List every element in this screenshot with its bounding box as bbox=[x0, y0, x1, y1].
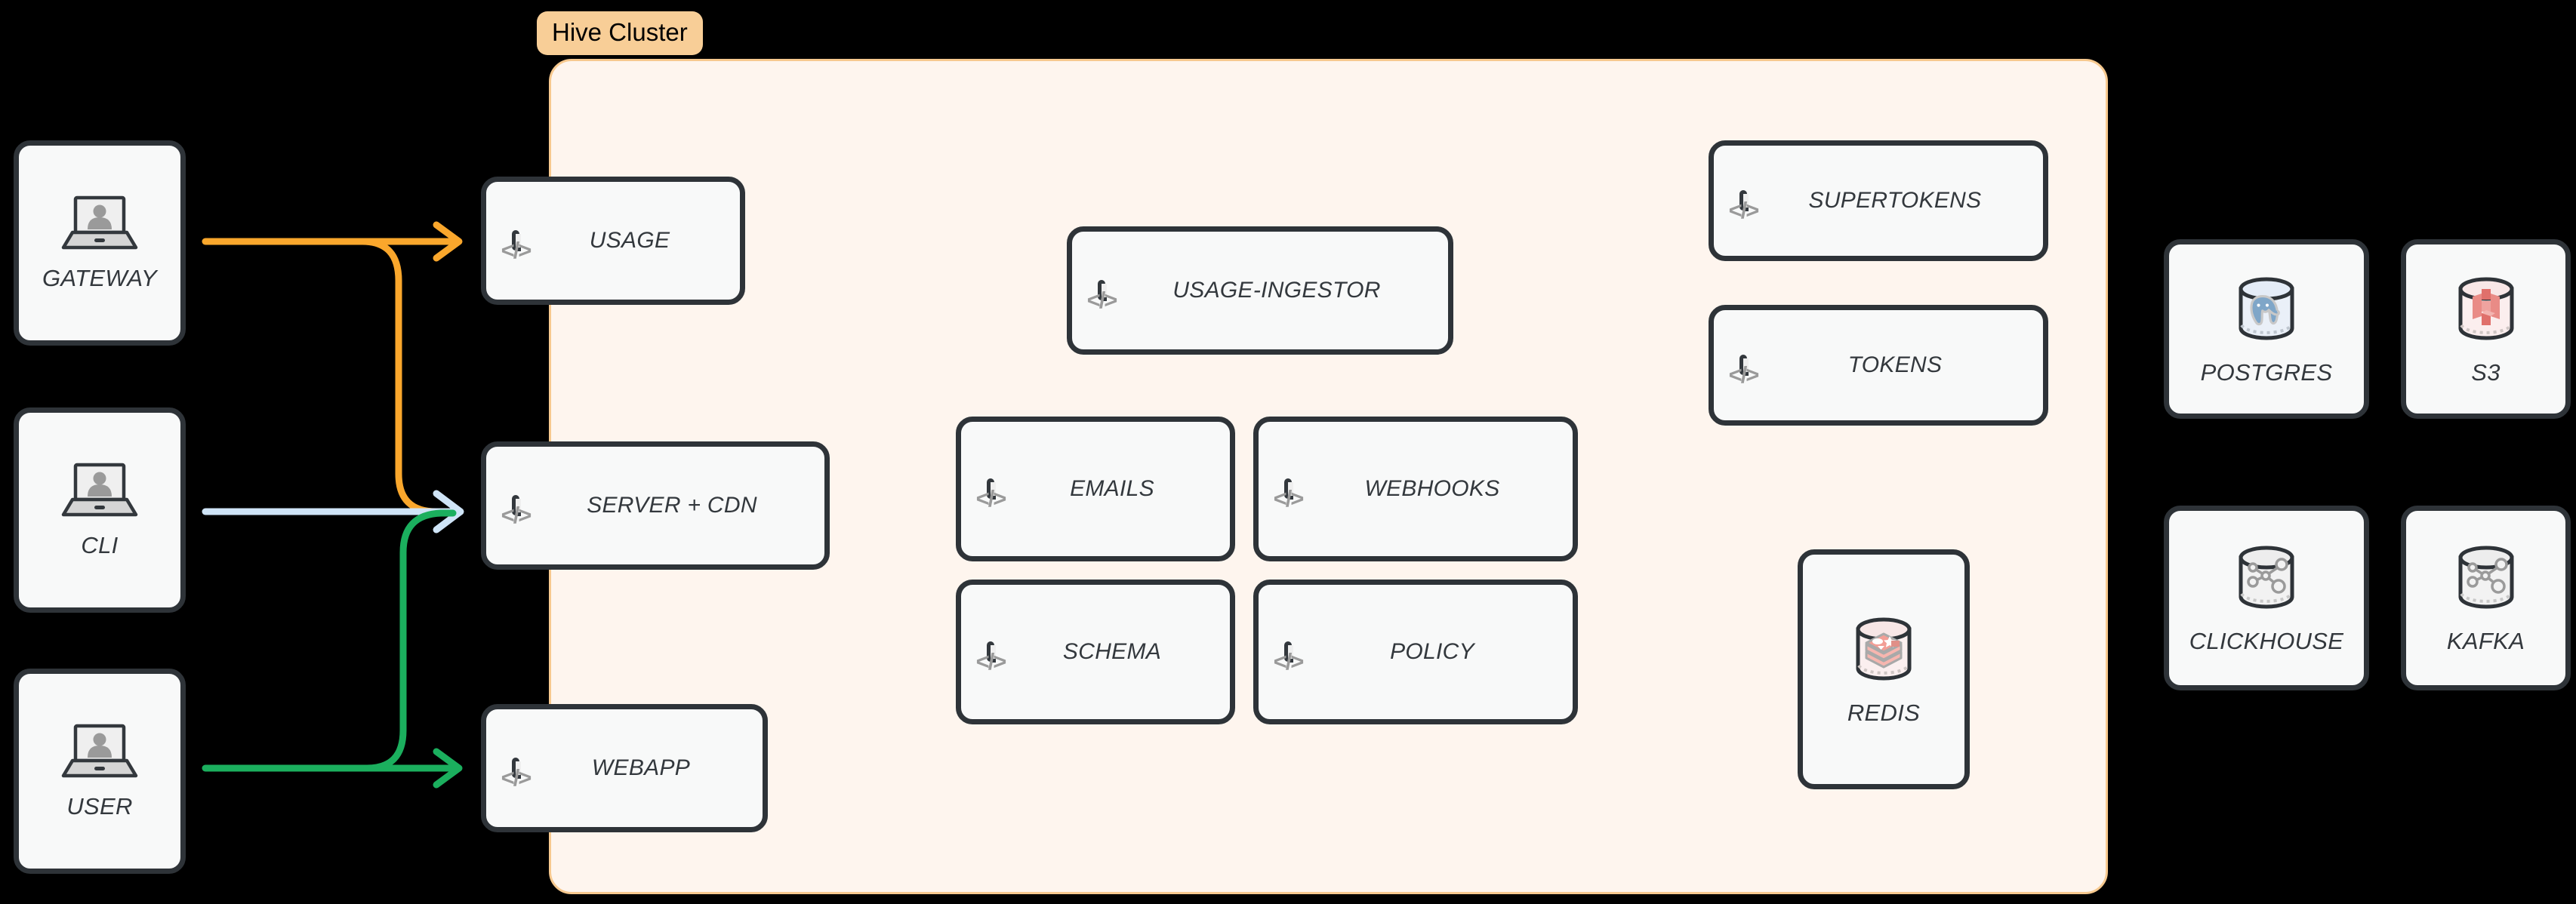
code-window-icon: </> bbox=[976, 641, 1006, 675]
node-usage[interactable]: </> USAGE bbox=[481, 177, 745, 305]
code-window-icon: </> bbox=[501, 230, 532, 263]
edge-cli-to-server-arrowhead bbox=[433, 490, 464, 533]
node-label: REDIS bbox=[1847, 699, 1921, 726]
node-usage-ingestor[interactable]: </> USAGE-INGESTOR bbox=[1067, 226, 1453, 355]
edge-gateway-to-usage-arrowhead bbox=[433, 221, 463, 262]
edge-gateway-to-server bbox=[359, 238, 457, 515]
node-label: EMAILS bbox=[1070, 476, 1154, 501]
node-emails[interactable]: </> EMAILS bbox=[956, 417, 1235, 561]
code-window-icon: </> bbox=[1274, 478, 1304, 512]
node-postgres[interactable]: POSTGRES bbox=[2164, 239, 2369, 419]
node-cli[interactable]: CLI bbox=[14, 407, 186, 613]
node-label: CLICKHOUSE bbox=[2189, 628, 2344, 654]
node-clickhouse[interactable]: CLICKHOUSE bbox=[2164, 506, 2369, 690]
redis-cylinder-icon bbox=[1847, 613, 1920, 689]
code-window-icon: </> bbox=[1729, 190, 1759, 223]
laptop-user-icon bbox=[59, 195, 140, 257]
hive-cluster-label: Hive Cluster bbox=[537, 11, 703, 55]
code-window-icon: </> bbox=[1087, 280, 1117, 313]
edge-user-to-webapp-arrowhead bbox=[433, 748, 463, 789]
node-label: SERVER + CDN bbox=[587, 493, 757, 518]
edge-user-to-server bbox=[363, 509, 457, 772]
code-window-icon: </> bbox=[1274, 641, 1304, 675]
node-label: POSTGRES bbox=[2200, 358, 2333, 386]
node-user[interactable]: USER bbox=[14, 669, 186, 874]
clickhouse-cylinder-icon bbox=[2230, 541, 2303, 617]
node-tokens[interactable]: </> TOKENS bbox=[1709, 305, 2048, 426]
postgres-cylinder-icon bbox=[2230, 272, 2303, 349]
node-server-cdn[interactable]: </> SERVER + CDN bbox=[481, 441, 830, 570]
code-window-icon: </> bbox=[501, 495, 532, 528]
code-window-icon: </> bbox=[1729, 355, 1759, 388]
node-label: WEBHOOKS bbox=[1364, 476, 1500, 501]
node-s3[interactable]: S3 bbox=[2401, 239, 2571, 419]
laptop-user-icon bbox=[59, 462, 140, 524]
node-label: CLI bbox=[81, 531, 119, 558]
node-kafka[interactable]: KAFKA bbox=[2401, 506, 2571, 690]
node-webapp[interactable]: </> WEBAPP bbox=[481, 704, 768, 832]
node-schema[interactable]: </> SCHEMA bbox=[956, 580, 1235, 724]
node-label: SUPERTOKENS bbox=[1808, 188, 1982, 213]
node-label: GATEWAY bbox=[42, 264, 157, 291]
node-label: S3 bbox=[2471, 358, 2501, 386]
node-label: USAGE-INGESTOR bbox=[1172, 278, 1381, 303]
node-label: USER bbox=[66, 792, 133, 819]
code-window-icon: </> bbox=[976, 478, 1006, 512]
kafka-cylinder-icon bbox=[2450, 541, 2522, 617]
node-label: TOKENS bbox=[1847, 352, 1943, 377]
laptop-user-icon bbox=[59, 723, 140, 786]
node-policy[interactable]: </> POLICY bbox=[1253, 580, 1578, 724]
node-label: POLICY bbox=[1390, 639, 1474, 664]
node-label: SCHEMA bbox=[1062, 639, 1162, 664]
node-redis[interactable]: REDIS bbox=[1798, 549, 1970, 789]
node-supertokens[interactable]: </> SUPERTOKENS bbox=[1709, 140, 2048, 261]
node-label: KAFKA bbox=[2446, 628, 2525, 654]
code-window-icon: </> bbox=[501, 758, 532, 791]
node-webhooks[interactable]: </> WEBHOOKS bbox=[1253, 417, 1578, 561]
node-gateway[interactable]: GATEWAY bbox=[14, 140, 186, 346]
s3-cylinder-icon bbox=[2450, 272, 2522, 349]
node-label: WEBAPP bbox=[591, 755, 691, 780]
node-label: USAGE bbox=[589, 228, 670, 253]
